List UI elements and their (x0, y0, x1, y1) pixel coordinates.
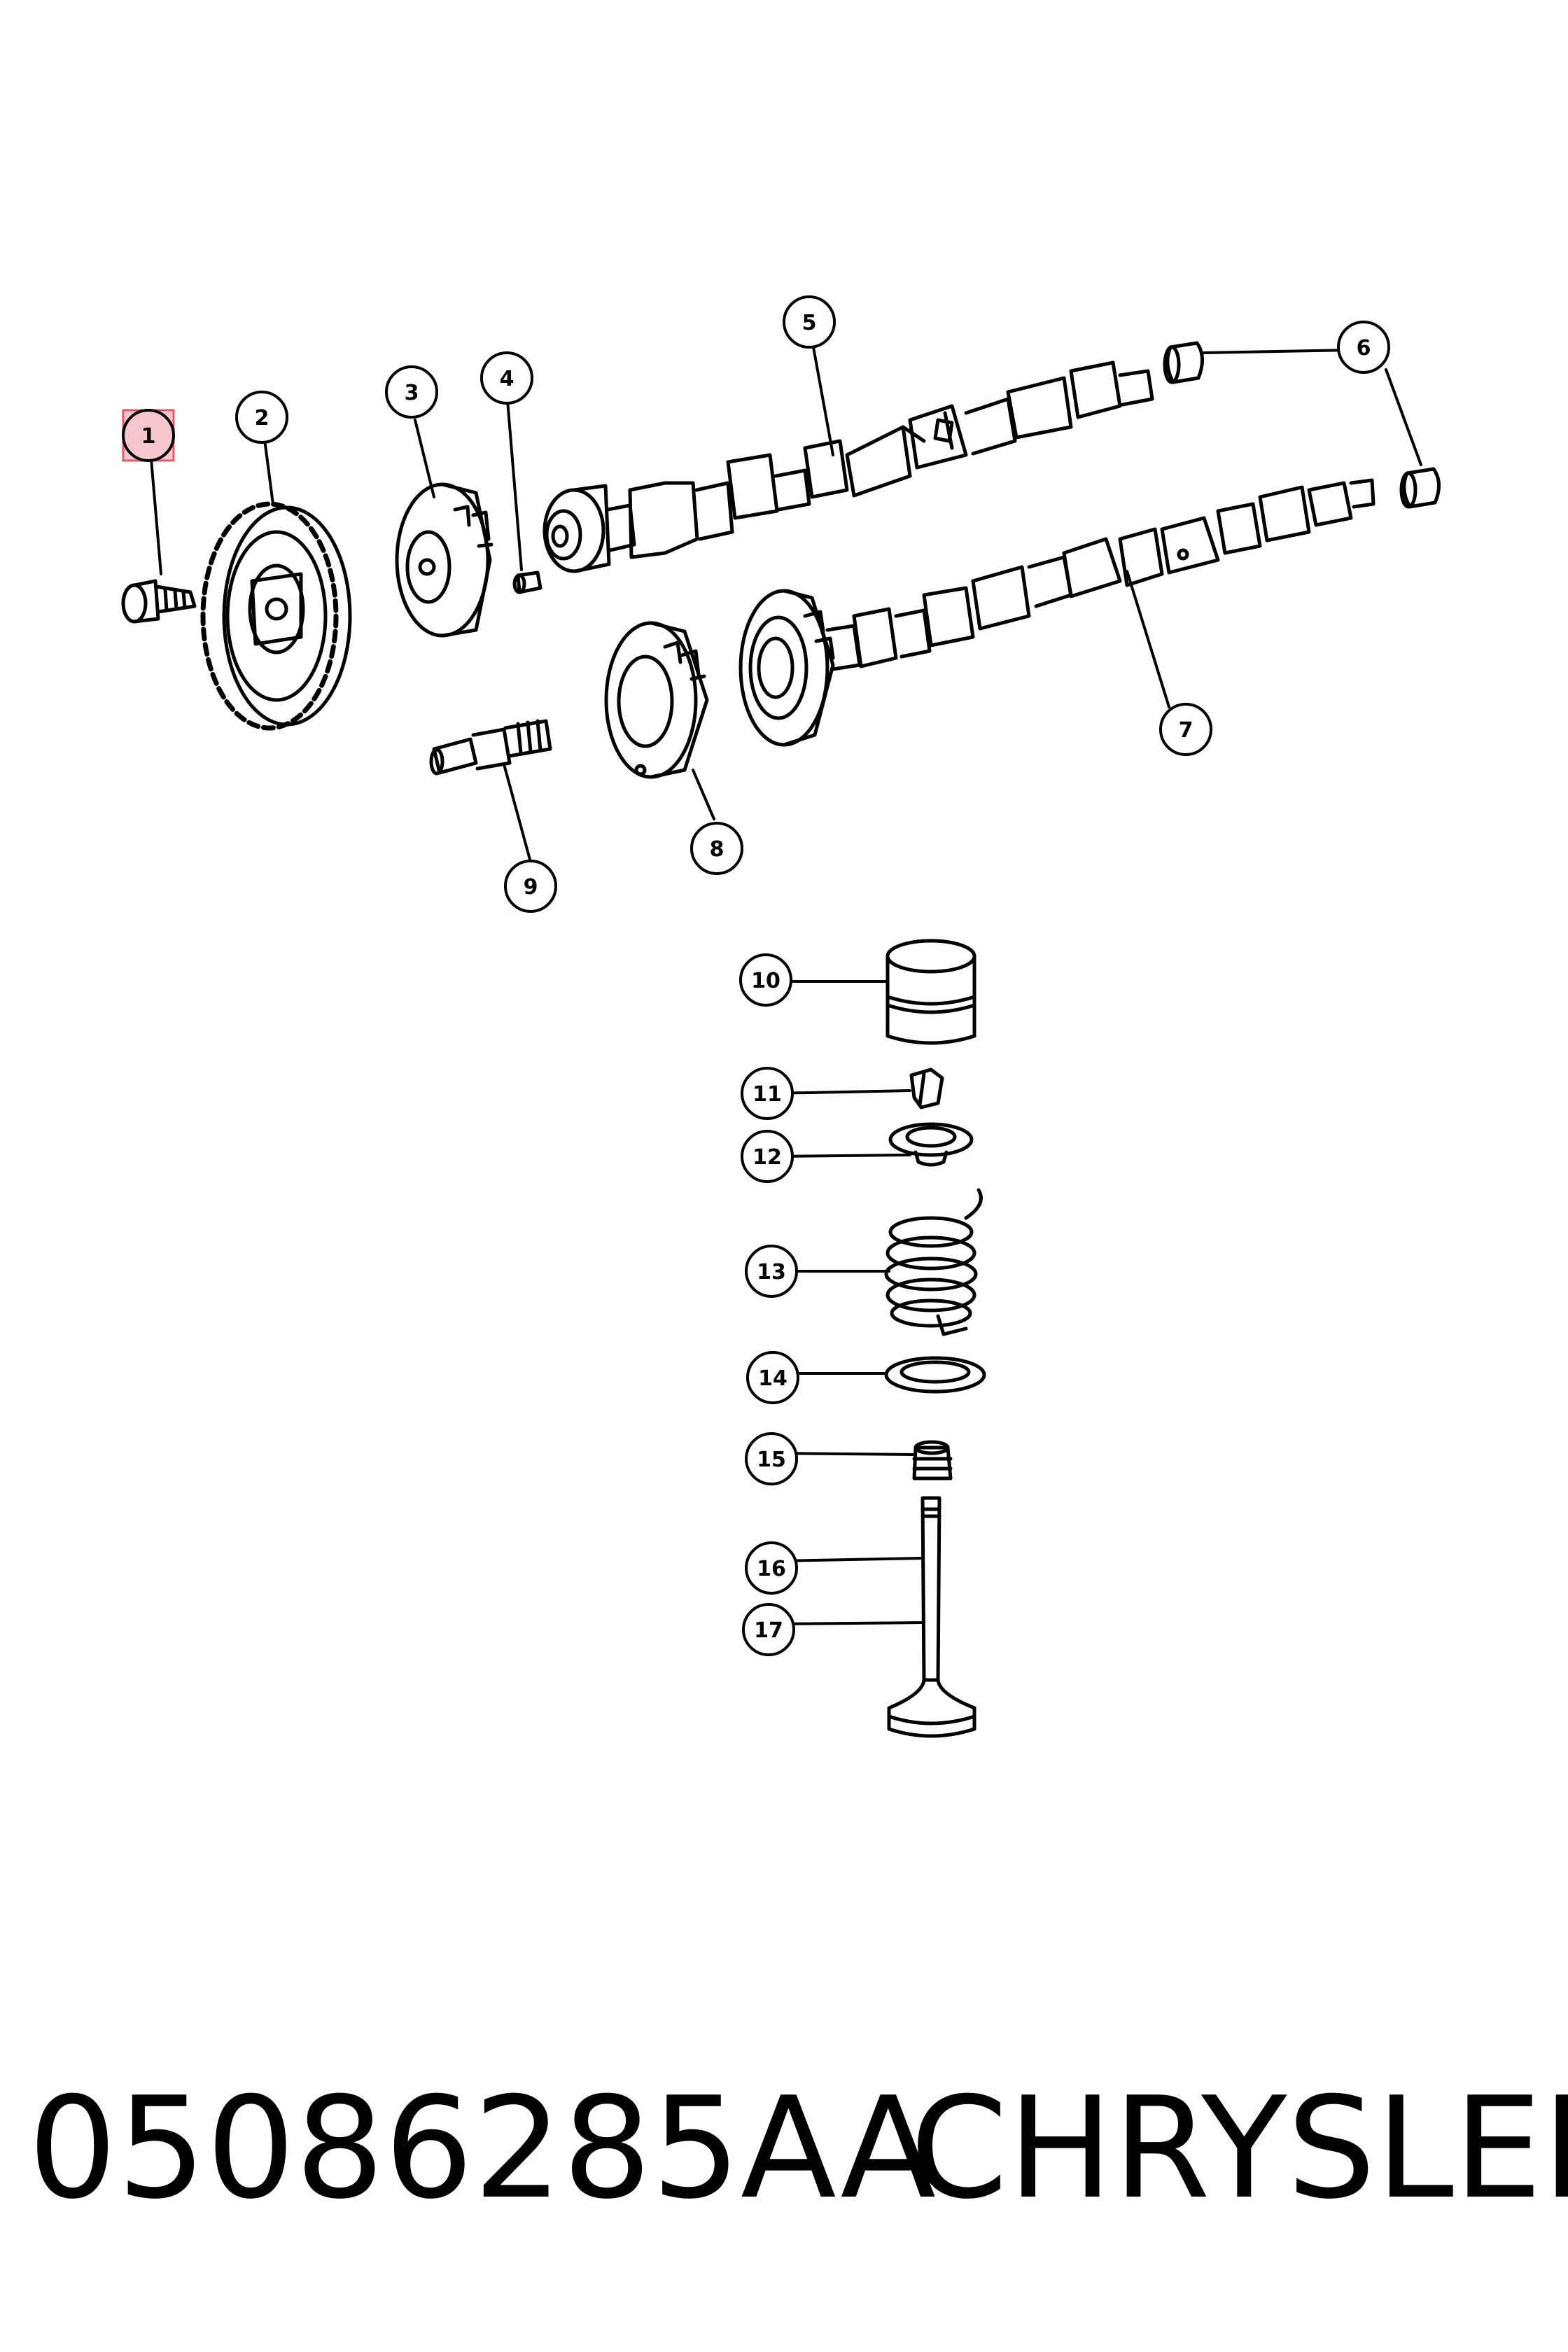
callout-14-label: 14 (758, 1366, 788, 1391)
part-bolt (121, 579, 197, 624)
callout-7-label: 7 (1179, 718, 1194, 743)
part-camshaft-upper (542, 360, 1154, 573)
part-tone-wheel (395, 482, 493, 638)
callout-16-label: 16 (757, 1557, 786, 1581)
callout-2-label: 2 (255, 406, 270, 430)
callout-2[interactable]: 2 (235, 391, 288, 444)
callout-8[interactable]: 8 (690, 822, 743, 875)
part-valve-spring (884, 1188, 983, 1336)
callout-12-label: 12 (752, 1145, 782, 1170)
callout-16[interactable]: 16 (745, 1541, 798, 1595)
part-sprocket (200, 501, 352, 731)
footer: 05086285AA CHRYSLER (0, 2065, 1568, 2233)
callout-9-label: 9 (524, 875, 538, 899)
callout-9[interactable]: 9 (504, 860, 557, 913)
callout-7[interactable]: 7 (1159, 703, 1212, 756)
callout-4-label: 4 (500, 367, 514, 391)
callout-12[interactable]: 12 (741, 1130, 794, 1183)
callout-10[interactable]: 10 (739, 953, 792, 1007)
part-valve-seal (912, 1440, 953, 1480)
callout-1[interactable]: 1 (122, 409, 175, 462)
callout-6-label: 6 (1357, 336, 1371, 360)
callout-3[interactable]: 3 (385, 365, 438, 419)
part-number: 05086285AA (28, 2067, 937, 2230)
callout-8-label: 8 (710, 837, 724, 862)
part-dowel-pin (512, 570, 542, 594)
callout-6[interactable]: 6 (1337, 321, 1390, 374)
callout-11[interactable]: 11 (741, 1067, 794, 1120)
part-retainer (888, 1122, 974, 1167)
leader-lines (150, 346, 1422, 1625)
callout-13[interactable]: 13 (745, 1245, 798, 1298)
callout-15[interactable]: 15 (745, 1432, 798, 1485)
part-tone-wheel-lower (604, 621, 709, 779)
part-sensor (429, 719, 552, 776)
part-camshaft-lower (738, 478, 1376, 747)
callout-5[interactable]: 5 (783, 295, 836, 349)
part-keeper (909, 1068, 944, 1110)
callout-15-label: 15 (757, 1448, 786, 1472)
callout-11-label: 11 (752, 1082, 782, 1107)
part-spring-seat (884, 1356, 986, 1394)
part-valve (887, 1496, 976, 1738)
callout-1-label: 1 (141, 424, 156, 449)
callout-14[interactable]: 14 (746, 1351, 799, 1404)
callout-3-label: 3 (405, 381, 419, 405)
callout-10-label: 10 (751, 969, 780, 993)
part-tappet (886, 939, 976, 1045)
brand-name: CHRYSLER (910, 2067, 1568, 2230)
callout-5-label: 5 (802, 311, 817, 335)
callout-17-label: 17 (754, 1618, 783, 1643)
part-plugs (1163, 341, 1441, 509)
callout-17[interactable]: 17 (742, 1603, 795, 1656)
callout-4[interactable]: 4 (480, 351, 533, 405)
callout-13-label: 13 (757, 1260, 786, 1284)
